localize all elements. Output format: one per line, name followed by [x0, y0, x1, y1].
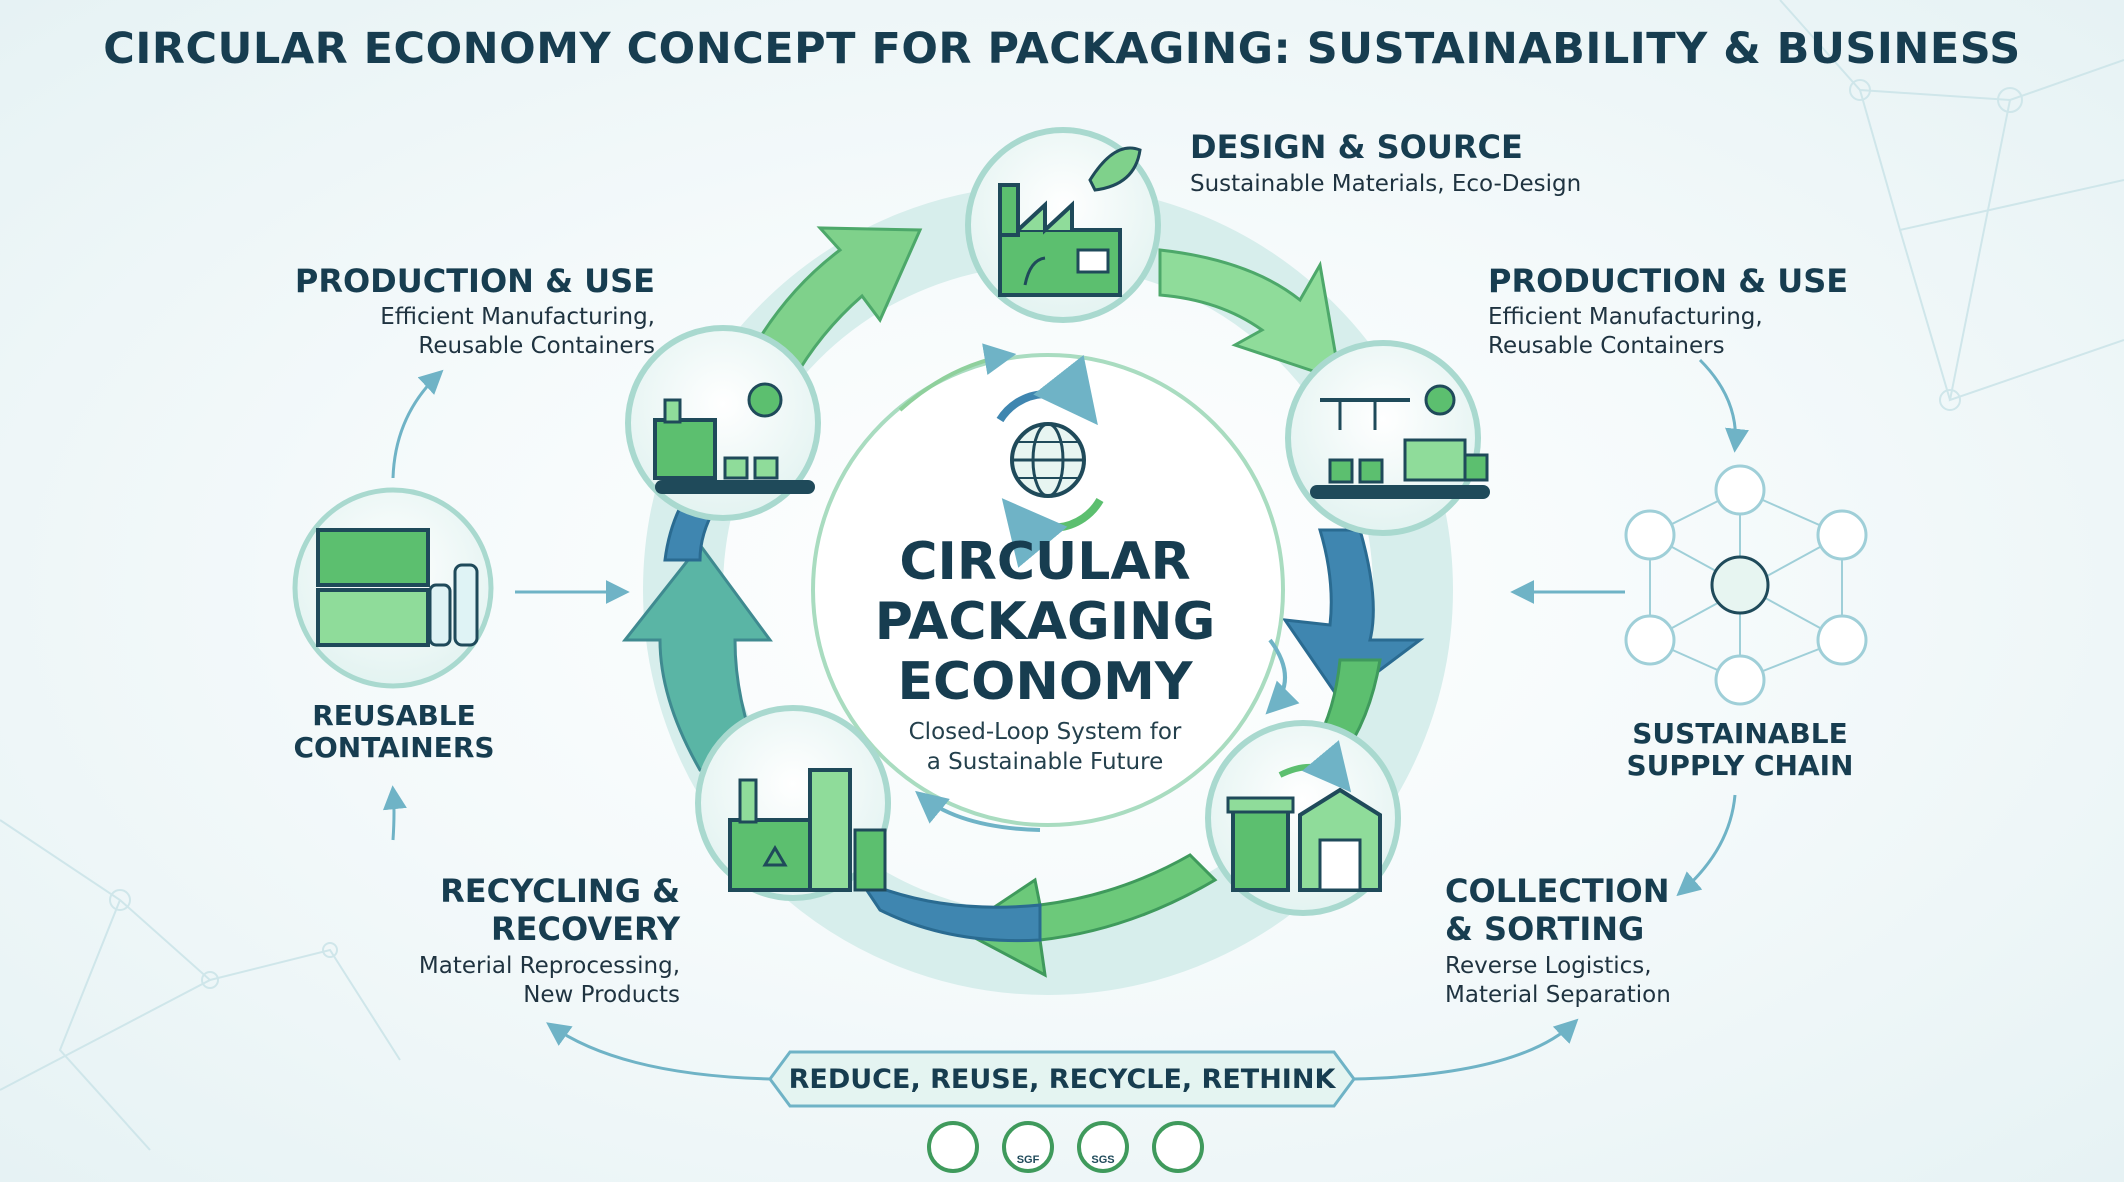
- inner-ring-arrow: [915, 790, 1041, 832]
- title-line: COLLECTION: [1445, 872, 1670, 910]
- design-title: DESIGN & SOURCE: [1190, 128, 1523, 166]
- production-right-subtitle: Efficient Manufacturing, Reusable Contai…: [1488, 303, 1763, 361]
- badge-icon: [927, 1121, 979, 1173]
- node-production-right: [1285, 340, 1490, 536]
- center-title-line: PACKAGING: [874, 592, 1216, 652]
- crate-bottles-icon: [316, 528, 479, 647]
- subtitle-line: New Products: [523, 982, 680, 1008]
- subtitle-line: Efficient Manufacturing,: [380, 304, 655, 330]
- banner-text: REDUCE, REUSE, RECYCLE, RETHINK: [788, 1063, 1336, 1095]
- collection-title: COLLECTION & SORTING: [1445, 872, 1845, 948]
- title-line: REUSABLE: [312, 699, 476, 732]
- node-supply-chain: [1624, 464, 1868, 706]
- center-title: CIRCULAR PACKAGING ECONOMY: [820, 532, 1270, 712]
- center-subtitle-line: Closed-Loop System for: [908, 719, 1182, 745]
- badge-label: SGS: [1091, 1154, 1114, 1166]
- collection-subtitle: Reverse Logistics, Material Separation: [1445, 952, 1845, 1010]
- design-subtitle: Sustainable Materials, Eco-Design: [1190, 171, 1582, 197]
- background-network: [0, 0, 2124, 1151]
- page-title: CIRCULAR ECONOMY CONCEPT FOR PACKAGING: …: [103, 24, 2021, 74]
- certification-badges: SGF SGS: [927, 1121, 1204, 1173]
- conveyor-truck-icon: [1310, 384, 1490, 499]
- node-recycling: [695, 705, 891, 901]
- subtitle-line: Reverse Logistics,: [1445, 953, 1652, 979]
- recycling-subtitle: Material Reprocessing, New Products: [280, 952, 680, 1010]
- title-line: & SORTING: [1445, 910, 1645, 948]
- production-right-title: PRODUCTION & USE: [1488, 262, 1849, 300]
- badge-icon: [1152, 1121, 1204, 1173]
- production-left-subtitle: Efficient Manufacturing, Reusable Contai…: [255, 303, 655, 361]
- center-title-line: ECONOMY: [897, 652, 1193, 712]
- node-design: [965, 127, 1161, 323]
- banner-shape: [768, 1050, 1356, 1108]
- title-line: SUSTAINABLE: [1632, 717, 1848, 750]
- title-line: SUPPLY CHAIN: [1626, 749, 1854, 782]
- production-left-title: PRODUCTION & USE: [294, 262, 655, 300]
- badge-icon: [1077, 1121, 1129, 1173]
- title-line: RECOVERY: [490, 910, 680, 948]
- center-subtitle-line: a Sustainable Future: [926, 749, 1164, 775]
- inner-ring-arrow: [898, 343, 1017, 412]
- center-title-line: CIRCULAR: [899, 532, 1191, 592]
- ring-arrow-top-right: [1158, 248, 1342, 383]
- badge-label: SGF: [1017, 1154, 1040, 1166]
- inner-ring-arrow: [1265, 638, 1300, 715]
- title-line: CONTAINERS: [293, 731, 495, 764]
- center-subtitle: Closed-Loop System for a Sustainable Fut…: [870, 717, 1220, 777]
- supply-chain-title: SUSTAINABLE SUPPLY CHAIN: [1580, 718, 1900, 782]
- subtitle-line: Material Separation: [1445, 982, 1671, 1008]
- factory-conveyor-gear-icon: [653, 382, 815, 494]
- globe-cycle-icon: [996, 354, 1104, 568]
- factory-leaf-icon: [998, 146, 1142, 297]
- subtitle-line: Efficient Manufacturing,: [1488, 304, 1763, 330]
- badge-icon: [1002, 1121, 1054, 1173]
- connector-arrows: [382, 358, 1749, 1081]
- subtitle-line: Reusable Containers: [1488, 333, 1725, 359]
- node-collection: [1205, 720, 1401, 916]
- node-reusable: [292, 487, 494, 689]
- recycling-bin-warehouse-icon: [1226, 740, 1382, 892]
- title-line: RECYCLING &: [440, 872, 680, 910]
- recycling-plant-icon: [728, 768, 887, 892]
- node-production-left: [625, 325, 821, 521]
- reusable-title: REUSABLE CONTAINERS: [254, 700, 534, 764]
- subtitle-line: Material Reprocessing,: [418, 953, 680, 979]
- recycling-title: RECYCLING & RECOVERY: [280, 872, 680, 948]
- subtitle-line: Reusable Containers: [418, 333, 655, 359]
